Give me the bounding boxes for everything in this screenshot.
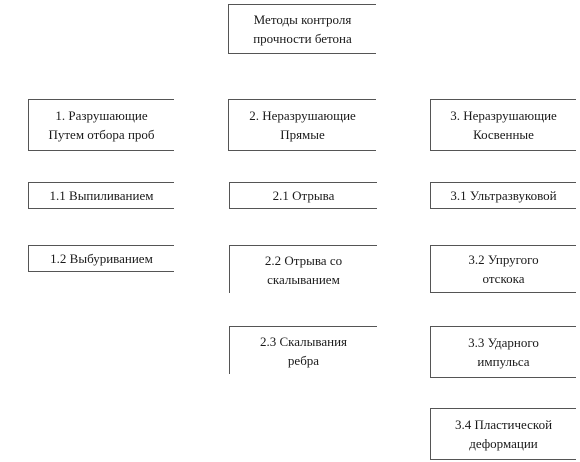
indirect-item-3-4-label: 3.4 Пластической деформации — [454, 417, 553, 451]
indirect-item-3-3-label: 3.3 Ударного импульса — [468, 335, 539, 369]
indirect-item-3-1-label: 3.1 Ультразвуковой — [450, 188, 557, 203]
indirect-item-3-4: 3.4 Пластической деформации — [430, 408, 576, 460]
indirect-item-3-2: 3.2 Упругого отскока — [430, 245, 576, 293]
nondestructive-indirect-header-label: 3. Неразрушающие Косвенные — [450, 108, 557, 142]
direct-item-2-2-label: 2.2 Отрыва со скалыванием — [264, 252, 343, 287]
direct-item-2-1-label: 2.1 Отрыва — [272, 188, 335, 203]
direct-item-2-3: 2.3 Скалывания ребра — [229, 326, 377, 374]
nondestructive-indirect-header: 3. Неразрушающие Косвенные — [430, 99, 576, 151]
indirect-item-3-1: 3.1 Ультразвуковой — [430, 182, 576, 209]
destructive-item-1-1: 1.1 Выпиливанием — [28, 182, 174, 209]
nondestructive-direct-header: 2. Неразрушающие Прямые — [228, 99, 376, 151]
destructive-header: 1. Разрушающие Путем отбора проб — [28, 99, 174, 151]
nondestructive-direct-header-label: 2. Неразрушающие Прямые — [249, 108, 356, 142]
destructive-item-1-2-label: 1.2 Выбуриванием — [50, 251, 153, 266]
indirect-item-3-3: 3.3 Ударного импульса — [430, 326, 576, 378]
destructive-item-1-2: 1.2 Выбуриванием — [28, 245, 174, 272]
destructive-header-label: 1. Разрушающие Путем отбора проб — [48, 108, 155, 142]
direct-item-2-1: 2.1 Отрыва — [229, 182, 377, 209]
direct-item-2-2: 2.2 Отрыва со скалыванием — [229, 245, 377, 293]
root-label: Методы контроля прочности бетона — [253, 12, 352, 46]
destructive-item-1-1-label: 1.1 Выпиливанием — [49, 188, 154, 203]
root-node: Методы контроля прочности бетона — [228, 4, 376, 54]
indirect-item-3-2-label: 3.2 Упругого отскока — [468, 252, 539, 286]
direct-item-2-3-label: 2.3 Скалывания ребра — [259, 333, 348, 368]
